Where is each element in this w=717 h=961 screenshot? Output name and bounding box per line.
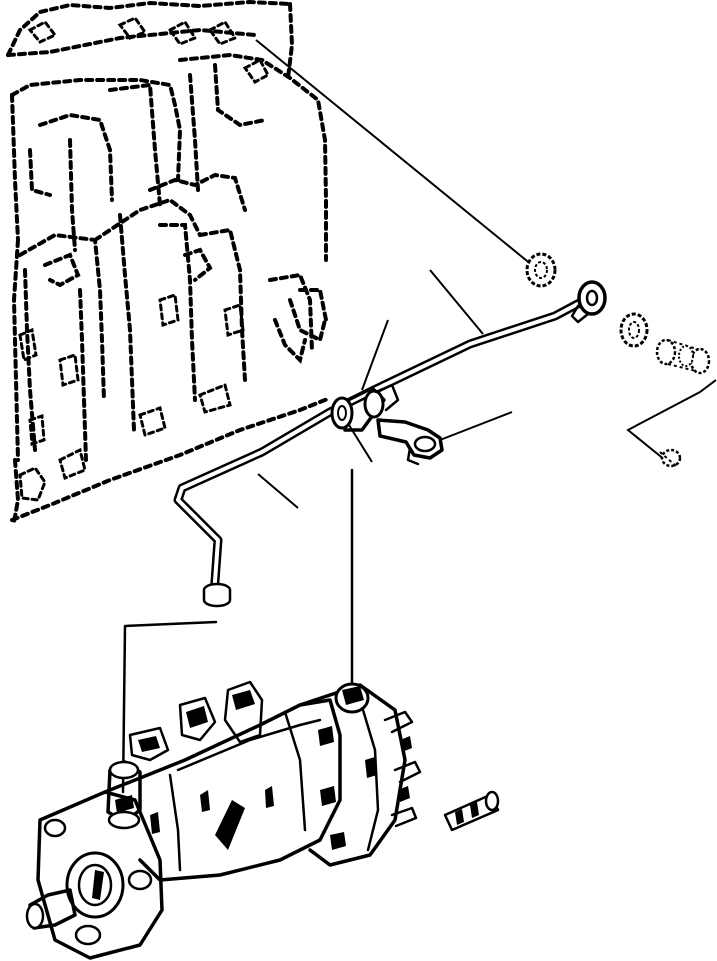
banjo-bolt bbox=[655, 338, 711, 375]
gasket-upper bbox=[525, 252, 557, 288]
engine-block bbox=[6, 0, 332, 524]
fuel-return-pipe bbox=[173, 295, 590, 608]
clip-bracket bbox=[376, 418, 444, 466]
leader-clamp bbox=[361, 319, 389, 391]
pipe-flare-nut bbox=[202, 582, 232, 608]
leader-bracket bbox=[439, 411, 513, 441]
leader-pipe-upper bbox=[429, 269, 484, 335]
gaskets bbox=[525, 252, 649, 348]
body-slot bbox=[215, 800, 245, 850]
small-bolt bbox=[659, 448, 682, 468]
leader-bolt-callout bbox=[626, 379, 717, 461]
connector-line-pipe-end bbox=[121, 620, 218, 794]
leader-pipe-lower bbox=[257, 473, 299, 509]
pump-flange bbox=[36, 790, 164, 960]
pump-top-fittings bbox=[128, 680, 264, 762]
flange-bolt-hole bbox=[74, 924, 102, 946]
leader-engine-to-gasket bbox=[255, 39, 533, 266]
flange-bolt-hole bbox=[43, 818, 67, 838]
pump-rear-screw bbox=[443, 790, 500, 832]
gasket-lower bbox=[619, 312, 649, 348]
pump-body bbox=[103, 698, 342, 882]
flange-bolt-hole bbox=[127, 869, 153, 891]
fuel-injection-pump bbox=[25, 680, 500, 960]
pump-inlet-fitting bbox=[106, 760, 142, 830]
pipe-clamp bbox=[330, 383, 400, 432]
banjo-fitting bbox=[570, 280, 607, 324]
leader-lines bbox=[121, 39, 717, 794]
